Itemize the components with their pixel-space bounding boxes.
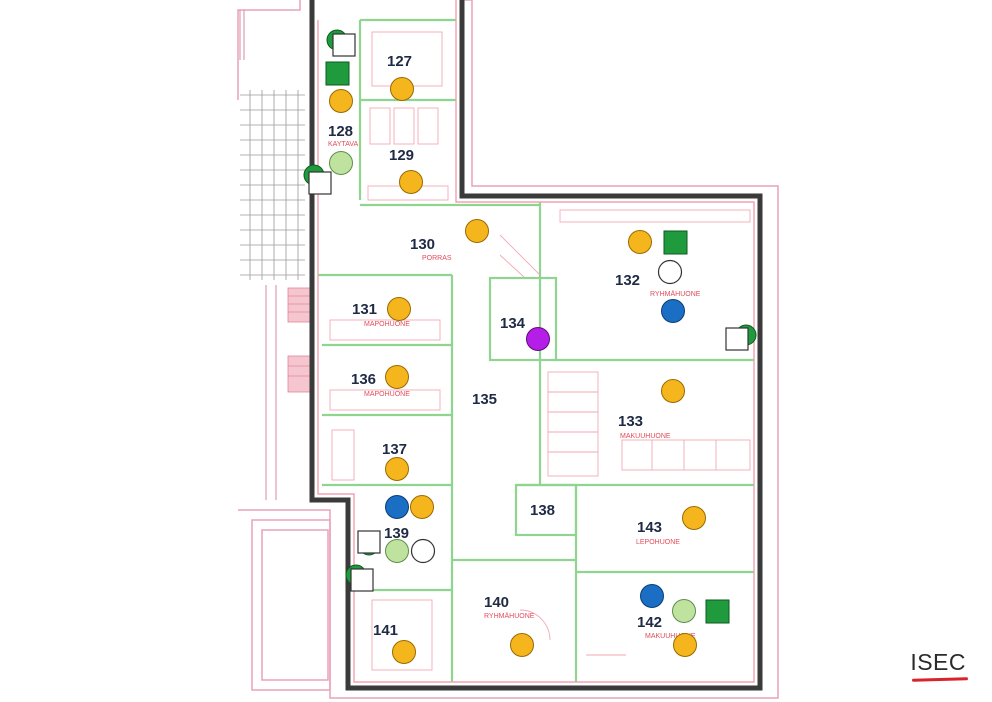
purple-circle-marker [526,327,550,351]
room-label-140: 140 [484,594,509,611]
logo-text: ISEC [910,649,966,675]
room-label-135: 135 [472,391,497,408]
exterior-wall-inner-pink [317,0,755,683]
orange-circle-marker [329,89,353,113]
orange-circle-marker [385,457,409,481]
orange-circle-marker [682,506,706,530]
orange-circle-marker [392,640,416,664]
room-label-128: 128 [328,123,353,140]
room-label-143: 143 [637,519,662,536]
white-square-marker [308,171,332,195]
room-label-137: 137 [382,441,407,458]
purple-circle-markers [526,327,550,351]
room-label-136: 136 [351,371,376,388]
room-label-134: 134 [500,315,526,332]
orange-circle-marker [410,495,434,519]
blue-circle-marker [385,495,409,519]
orange-circle-marker [510,633,534,657]
room-sub-130: PORRAS [422,255,452,262]
light-green-circle-marker [385,539,409,563]
white-square-markers [308,33,749,592]
room-sub-133: MAKUUHUONE [620,433,671,440]
orange-circle-marker [385,365,409,389]
green-square-markers [325,61,730,624]
room-label-138: 138 [530,502,555,519]
fixture-details [329,31,751,671]
room-sub-132: RYHMÄHUONE [650,290,701,298]
white-circle-marker [657,259,683,285]
green-square-marker [325,61,350,86]
room-label-142: 142 [637,614,662,631]
room-label-132: 132 [615,272,640,289]
light-green-circle-markers [329,151,696,623]
room-label-139: 139 [384,525,409,542]
building-outline [237,0,779,699]
room-label-141: 141 [373,622,398,639]
orange-circle-marker [390,77,414,101]
blue-circle-marker [640,584,664,608]
room-label-127: 127 [387,53,412,70]
orange-circle-marker [661,379,685,403]
orange-circle-marker [673,633,697,657]
orange-circle-marker [628,230,652,254]
room-label-129: 129 [389,147,414,164]
exterior-edge [239,10,277,500]
room-sub-131: MAPOHUONE [364,321,410,328]
white-circle-markers [410,259,683,564]
exterior-stairs [287,287,311,393]
room-label-131: 131 [352,301,377,318]
white-circle-marker [410,538,436,564]
room-label-133: 133 [618,413,643,430]
room-sub-142: MAKUUHUONE [645,633,696,640]
room-sub-140: RYHMÄHUONE [484,612,535,620]
orange-circle-marker [387,297,411,321]
orange-circle-marker [399,170,423,194]
light-green-circle-marker [672,599,696,623]
green-square-marker [663,230,688,255]
orange-circle-marker [465,219,489,243]
white-square-marker [350,568,374,592]
white-square-marker [357,530,381,554]
isec-logo: ISEC [910,649,969,682]
exterior-grid [240,90,305,280]
room-labels: 127 128 KAYTAVA 129 130 PORRAS 131 MAPOH… [328,53,701,640]
room-sub-136: MAPOHUONE [364,391,410,398]
room-sub-143: LEPOHUONE [636,539,680,546]
white-square-marker [725,327,749,351]
blue-circle-marker [661,299,685,323]
exterior-walls [309,0,763,691]
room-sub-128: KAYTAVA [328,141,359,148]
blue-circle-markers [385,299,685,608]
green-square-marker [705,599,730,624]
partitions [318,18,754,682]
white-square-marker [332,33,356,57]
room-label-130: 130 [410,236,435,253]
light-green-circle-marker [329,151,353,175]
orange-circle-markers [329,77,706,664]
